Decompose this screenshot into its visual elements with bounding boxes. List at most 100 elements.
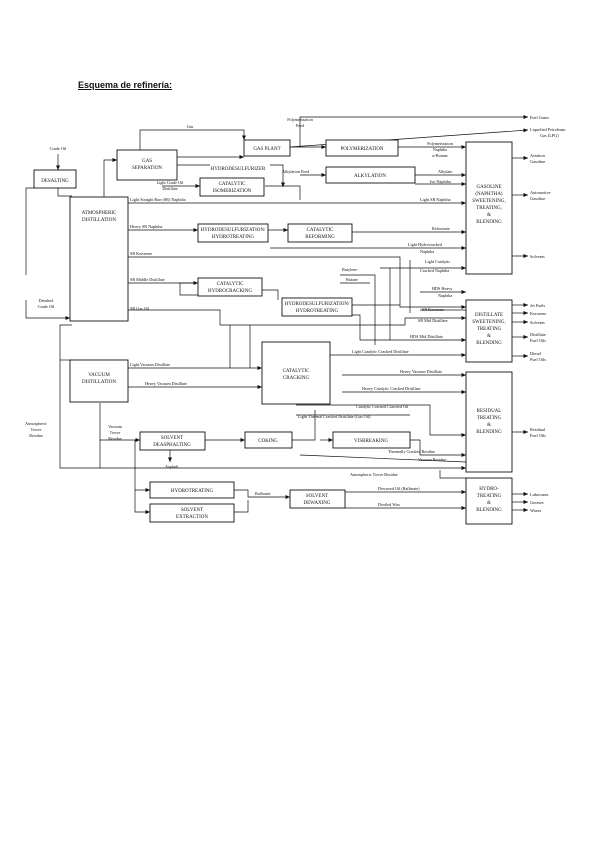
stream-heavy-cat-cracked-distillate: Heavy Catalytic Cracked Distillate bbox=[362, 386, 421, 391]
stream-hds-heavy-naphtha-2: Naphtha bbox=[438, 293, 452, 298]
hydrodesulfurizer-label-group: HYDRODESULFURIZER bbox=[211, 167, 266, 172]
stream-iso-naphtha: Iso-Naphtha bbox=[430, 179, 451, 184]
product-lpg-2: Gas (LPG) bbox=[540, 133, 559, 138]
stream-vac-residue-3: Residue bbox=[108, 436, 122, 441]
polymerization-unit: POLYMERIZATION bbox=[325, 139, 399, 157]
stream-heavy-sr-naphtha: Heavy SR Naphtha bbox=[130, 224, 162, 229]
stream-light-sr-naphtha: Light Straight Run (SR) Naphtha bbox=[130, 197, 186, 202]
product-kerosene: Kerosene bbox=[530, 311, 546, 316]
product-solvents: Solvents bbox=[530, 254, 545, 259]
hds-hydrotreating-unit-1: HYDRODESULFURIZATION/ HYDROTREATING bbox=[197, 223, 269, 243]
gasoline-label-4: TREATING, bbox=[476, 206, 502, 211]
stream-sr-kerosene: SR Kerosene bbox=[130, 251, 152, 256]
stream-atm-residue-3: Residue bbox=[29, 433, 43, 438]
distillate-label-3: TREATING bbox=[477, 327, 502, 332]
product-lubricants: Lubricants bbox=[530, 492, 549, 497]
product-aviation-1: Aviation bbox=[530, 153, 546, 158]
residual-label-4: BLENDING bbox=[476, 430, 502, 435]
stream-alkylate: Alkylate bbox=[438, 169, 453, 174]
stream-gas: Gas bbox=[187, 124, 194, 129]
distillate-label-5: BLENDING bbox=[476, 341, 502, 346]
distillate-blending-unit: DISTILLATE SWEETENING, TREATING & BLENDI… bbox=[465, 299, 513, 363]
hds-hydrotreating-unit-2: HYDRODESULFURIZATION/ HYDROTREATING bbox=[281, 297, 353, 317]
stream-poly-naphtha-3: n-Butane bbox=[432, 153, 447, 158]
residual-label-1: RESIDUAL bbox=[477, 409, 502, 414]
extraction-label-1: SOLVENT bbox=[181, 508, 203, 513]
vacuum-label-2: DISTILLATION bbox=[82, 380, 116, 385]
vacuum-distillation-unit: VACUUM DISTILLATION bbox=[69, 359, 129, 403]
gasoline-blending-unit: GASOLINE (NAPHTHA) SWEETENING, TREATING,… bbox=[465, 141, 513, 275]
stream-dewaxed-oil: Dewaxed Oil (Raffinate) bbox=[378, 486, 420, 491]
polymerization-label: POLYMERIZATION bbox=[340, 147, 383, 152]
stream-atm-residue-1: Atmospheric bbox=[25, 421, 47, 426]
stream-light-hydrocracked-2: Naphtha bbox=[420, 249, 434, 254]
gas-plant-unit: GAS PLANT bbox=[243, 139, 291, 157]
product-distillate-fuel-1: Distillate bbox=[530, 332, 546, 337]
hydrocracking-label-1: CATALYTIC bbox=[217, 282, 245, 287]
stream-alkylation-feed: Alkylation Feed bbox=[282, 169, 310, 174]
stream-light-vacuum-distillate: Light Vacuum Distillate bbox=[130, 362, 170, 367]
distillate-label-4: & bbox=[487, 334, 491, 339]
stream-atm-residue-2: Tower bbox=[31, 427, 42, 432]
stream-hds-heavy-naphtha-1: HDS Heavy bbox=[432, 286, 453, 291]
stream-poly-naphtha-1: Polymerization bbox=[427, 141, 453, 146]
stream-cat-clarified-oil: Catalytic Cracked Clarified Oil bbox=[356, 404, 409, 409]
stream-hds-mid-distillate: HDS Mid Distillate bbox=[410, 334, 443, 339]
atmospheric-label-1: ATMOSPHERIC bbox=[82, 211, 117, 216]
atmospheric-distillation-unit: ATMOSPHERIC DISTILLATION bbox=[69, 196, 129, 322]
gas-plant-label: GAS PLANT bbox=[253, 147, 280, 152]
reforming-label-2: REFORMING bbox=[305, 235, 335, 240]
stream-deoiled-wax: Deoiled Wax bbox=[378, 502, 401, 507]
stream-vacuum-residue: Vacuum Residue bbox=[418, 457, 446, 462]
product-labels: Fuel Gases Liquefied Petroleum Gas (LPG)… bbox=[530, 115, 566, 513]
hydrotreating-label: HYDROTREATING bbox=[171, 489, 214, 494]
residual-blending-unit: RESIDUAL TREATING & BLENDING bbox=[465, 371, 513, 473]
reforming-label-1: CATALYTIC bbox=[307, 228, 335, 233]
coking-unit: COKING bbox=[244, 431, 293, 449]
hydro-blending-label-4: BLENDING bbox=[476, 508, 502, 513]
dewaxing-label-2: DEWAXING bbox=[304, 501, 331, 506]
stream-raffinate: Raffinate bbox=[255, 491, 271, 496]
product-automotive-2: Gasoline bbox=[530, 196, 545, 201]
residual-label-2: TREATING bbox=[477, 416, 502, 421]
stream-heavy-vacuum-distillate: Heavy Vacuum Distillate bbox=[145, 381, 187, 386]
product-waxes: Waxes bbox=[530, 508, 542, 513]
stream-crude-oil: Crude Oil bbox=[50, 146, 67, 151]
gasoline-label-1: GASOLINE bbox=[477, 185, 502, 190]
stream-light-cat-cracked-2: Cracked Naphtha bbox=[420, 268, 449, 273]
stream-labels: Crude Oil Desalted Crude Oil Gas Polymer… bbox=[25, 117, 454, 507]
cat-cracking-label-1: CATALYTIC bbox=[283, 369, 311, 374]
extraction-label-2: EXTRACTION bbox=[176, 515, 208, 520]
distillate-label-2: SWEETENING, bbox=[472, 320, 505, 325]
stream-poly-feed-1: Polymerization bbox=[287, 117, 313, 122]
hds1-label-2: HYDROTREATING bbox=[212, 235, 255, 240]
solvent-dewaxing-unit: SOLVENT DEWAXING bbox=[289, 489, 346, 509]
stream-vac-residue-2: Tower bbox=[110, 430, 121, 435]
stream-light-hydrocracked-1: Light Hydrocracked bbox=[408, 242, 443, 247]
hydro-blending-label-2: TREATING bbox=[477, 494, 502, 499]
flow-lines bbox=[25, 115, 529, 514]
alkylation-unit: ALKYLATION bbox=[325, 166, 416, 184]
stream-sr-middle-distillate: SR Middle Distillate bbox=[130, 277, 165, 282]
product-lpg-1: Liquefied Petroleum bbox=[530, 127, 566, 132]
hydrotreating-unit: HYDROTREATING bbox=[149, 481, 235, 499]
hydro-blending-label-3: & bbox=[487, 501, 491, 506]
product-greases: Greases bbox=[530, 500, 544, 505]
product-automotive-1: Automotive bbox=[530, 190, 551, 195]
product-distillate-fuel-2: Fuel Oils bbox=[530, 338, 546, 343]
hds2-label-1: HYDRODESULFURIZATION/ bbox=[285, 302, 350, 307]
product-aviation-2: Gasoline bbox=[530, 159, 545, 164]
catalytic-reforming-unit: CATALYTIC REFORMING bbox=[287, 223, 353, 243]
residual-label-3: & bbox=[487, 423, 491, 428]
stream-light-cat-cracked-distillate: Light Catalytic Cracked Distillate bbox=[352, 349, 409, 354]
hydrodesulfurizer-label: HYDRODESULFURIZER bbox=[211, 167, 266, 172]
stream-light-crude-1: Light Crude Oil bbox=[157, 180, 185, 185]
gas-separation-label-2: SEPARATION bbox=[132, 166, 162, 171]
catalytic-hydrocracking-unit: CATALYTIC HYDROCRACKING bbox=[197, 277, 263, 297]
stream-butane: Butane bbox=[346, 277, 358, 282]
solvent-extraction-unit: SOLVENT EXTRACTION bbox=[149, 503, 235, 523]
stream-light-crude-2: Distillate bbox=[162, 186, 177, 191]
visbreaking-label: VISBREAKING bbox=[354, 439, 388, 444]
product-residual-1: Residual bbox=[530, 427, 546, 432]
